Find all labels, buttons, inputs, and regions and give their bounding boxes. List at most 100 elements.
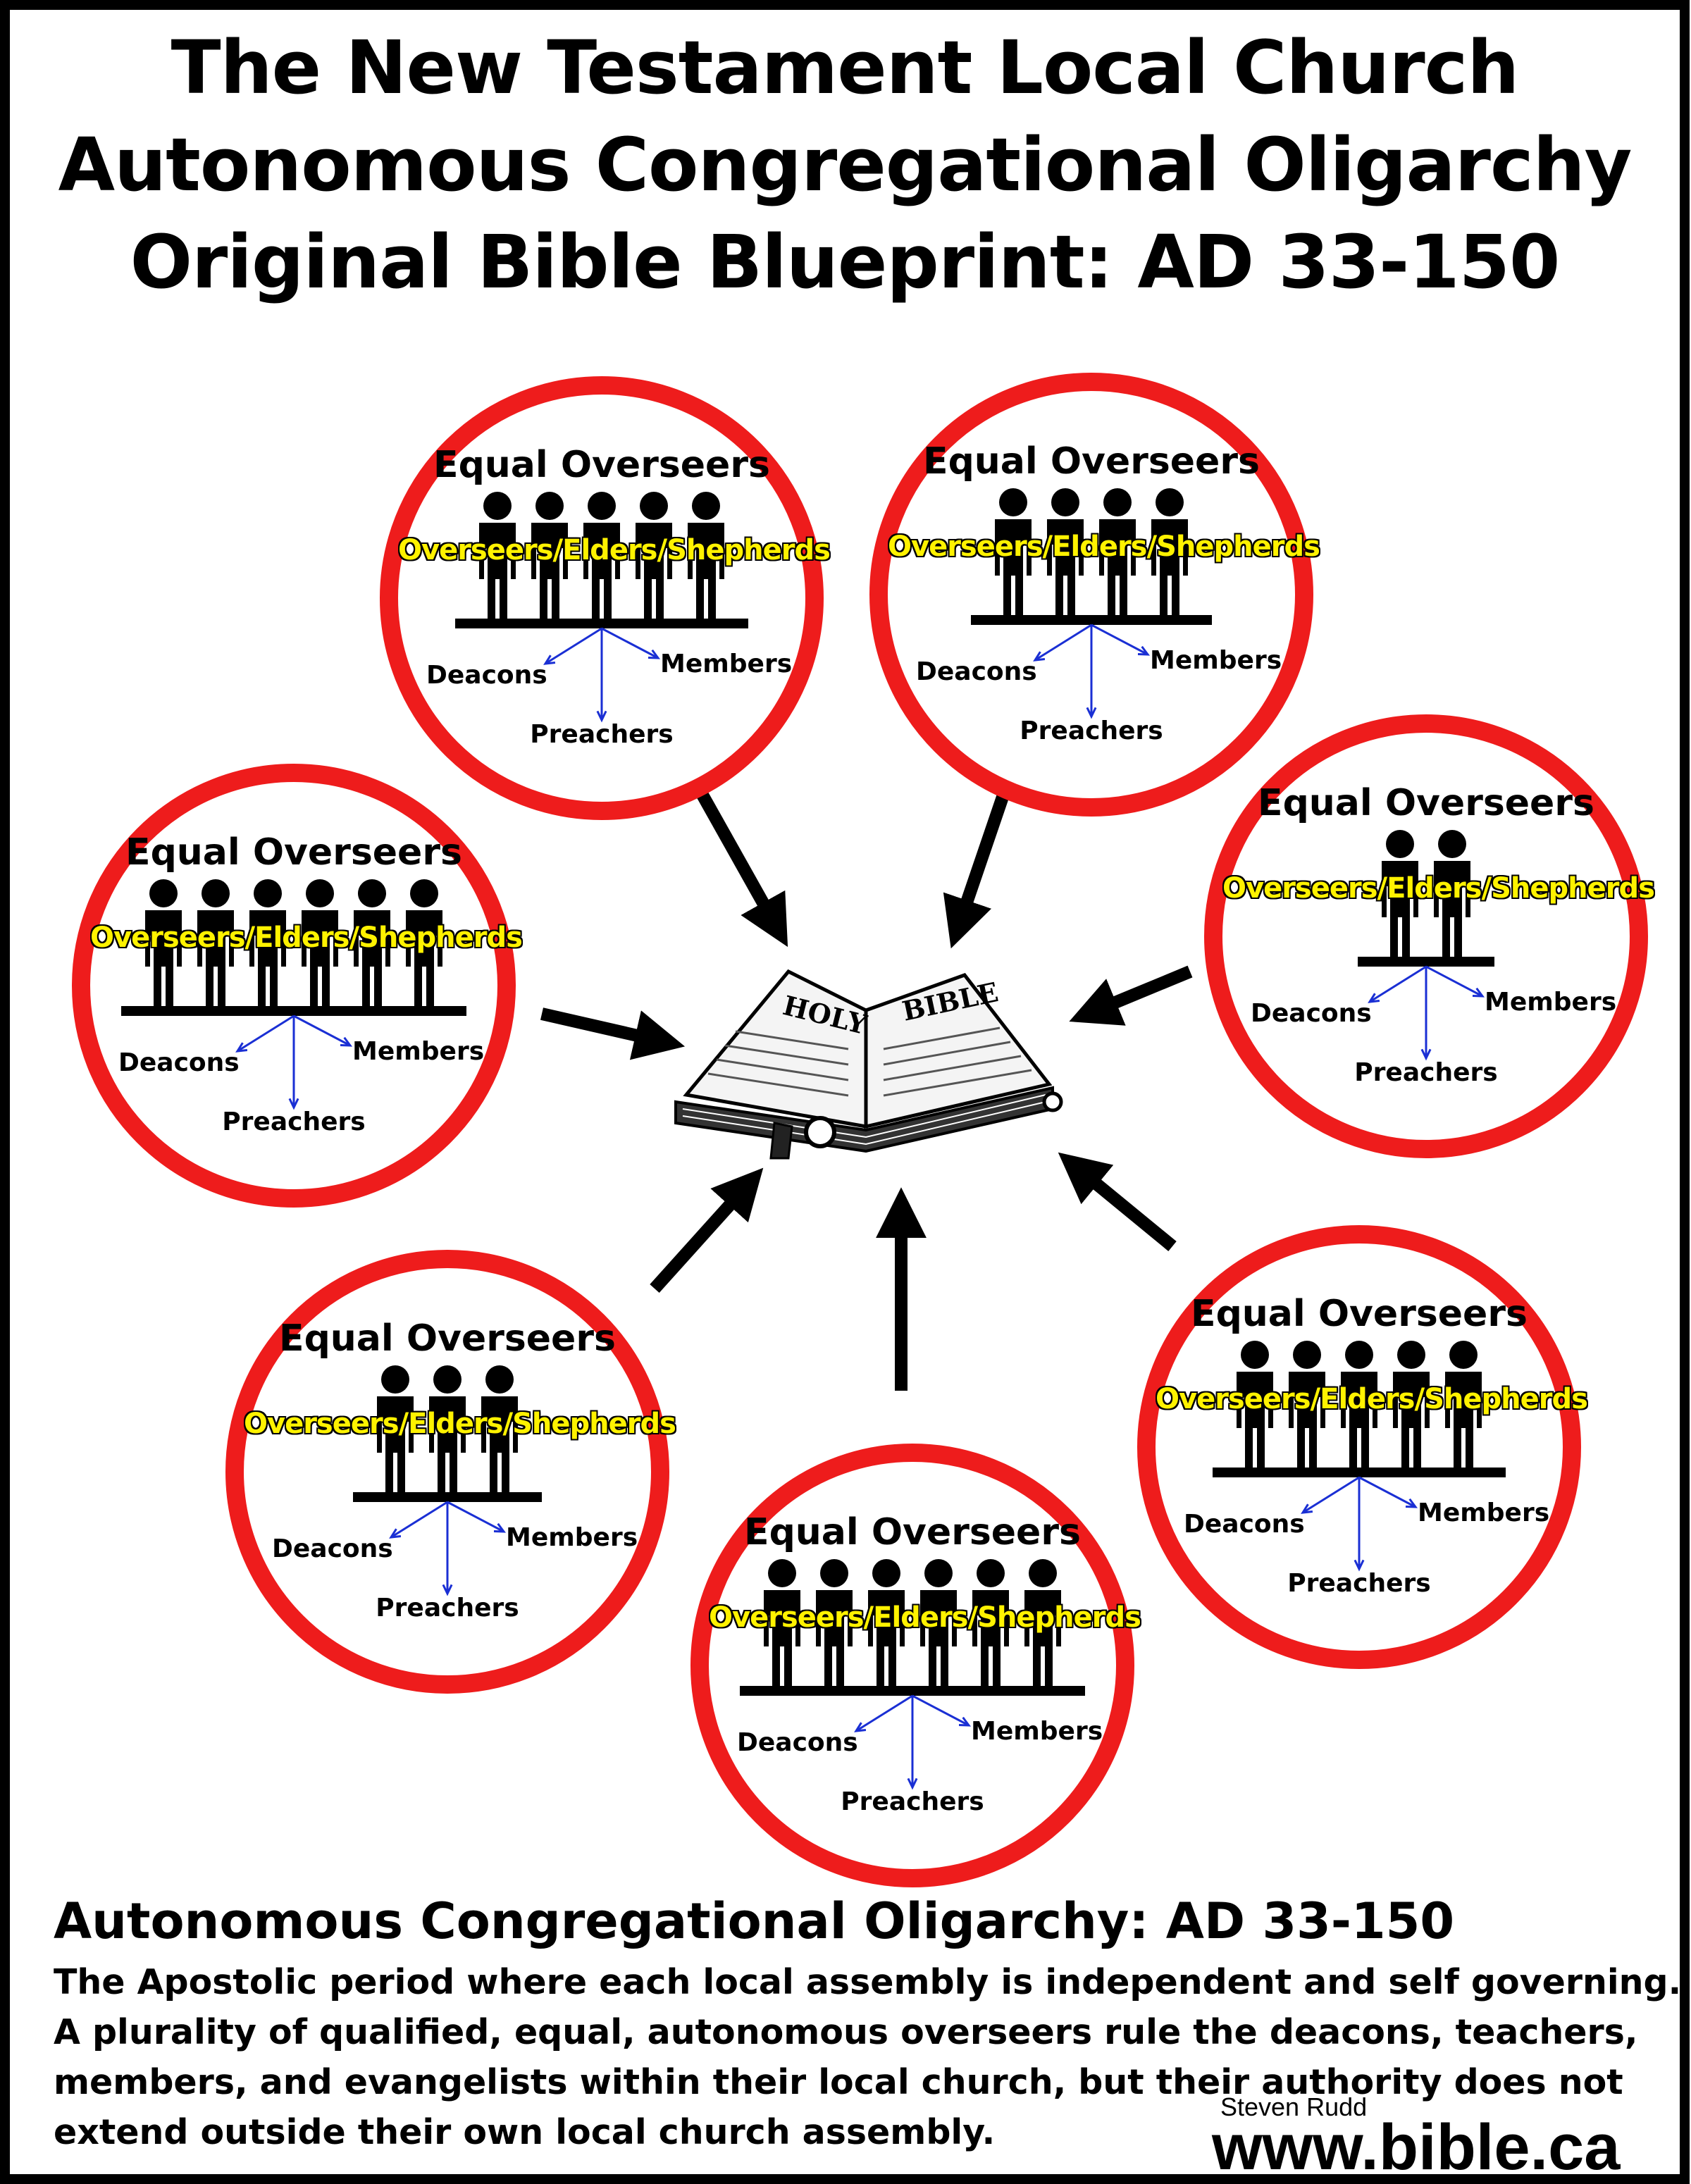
arrow-to-members	[1091, 623, 1151, 656]
arrow-to-members	[1358, 1476, 1418, 1508]
connector-arrows	[540, 772, 1193, 1391]
overseers-group	[740, 1559, 1085, 1790]
arrow-to-preachers	[288, 1016, 299, 1110]
overseer-figure-icon	[868, 1559, 905, 1686]
overseer-figure-icon	[1099, 488, 1136, 615]
title-line-2: Autonomous Congregational Oligarchy	[58, 122, 1633, 208]
preachers-label: Preachers	[376, 1594, 519, 1623]
church-heading: Equal Overseers	[1258, 782, 1594, 824]
overseers-group	[1358, 830, 1494, 1061]
deacons-label: Deacons	[1184, 1510, 1305, 1539]
overseer-figure-icon	[1382, 830, 1418, 957]
role-label: Overseers/Elders/Shepherds	[709, 1601, 1141, 1634]
arrow-to-members	[447, 1501, 507, 1533]
preachers-label: Preachers	[222, 1107, 366, 1136]
footer-heading: Autonomous Congregational Oligarchy: AD …	[54, 1892, 1455, 1950]
footer-line: members, and evangelists within their lo…	[54, 2062, 1623, 2102]
church-heading: Equal Overseers	[433, 444, 770, 486]
deacons-label: Deacons	[272, 1534, 393, 1563]
arrow-to-preachers	[1420, 967, 1432, 1061]
overseers-group	[971, 488, 1212, 719]
overseer-figure-icon	[354, 879, 390, 1006]
arrow-church-7-to-bible	[1058, 1152, 1177, 1251]
overseer-figure-icon	[583, 492, 620, 619]
title-line-3: Original Bible Blueprint: AD 33-150	[130, 219, 1561, 305]
overseers-group	[1213, 1341, 1506, 1572]
overseer-figure-icon	[1341, 1341, 1377, 1468]
church-heading: Equal Overseers	[1191, 1293, 1528, 1335]
overseer-figure-icon	[816, 1559, 853, 1686]
arrow-to-preachers	[1086, 625, 1097, 719]
holy-bible-icon: HOLY BIBLE	[674, 969, 1063, 1160]
members-label: Members	[660, 650, 793, 678]
overseer-figure-icon	[995, 488, 1032, 615]
arrow-to-preachers	[596, 628, 607, 723]
overseer-figure-icon	[1151, 488, 1188, 615]
overseer-figure-icon	[1024, 1559, 1061, 1686]
overseers-group	[353, 1365, 542, 1596]
deacons-label: Deacons	[426, 661, 547, 690]
arrow-to-members	[912, 1694, 972, 1727]
overseer-figure-icon	[688, 492, 724, 619]
role-label: Overseers/Elders/Shepherds	[1222, 872, 1655, 905]
footer-line: The Apostolic period where each local as…	[54, 1962, 1682, 2002]
arrow-to-members	[293, 1015, 353, 1047]
overseers-platform	[455, 619, 748, 628]
overseer-figure-icon	[1434, 830, 1470, 957]
arrow-church-2-to-bible	[943, 772, 1017, 949]
deacons-label: Deacons	[118, 1048, 240, 1077]
overseers-platform	[121, 1006, 466, 1016]
members-label: Members	[352, 1037, 485, 1066]
arrow-church-1-to-bible	[691, 781, 788, 948]
overseer-figure-icon	[377, 1365, 414, 1492]
overseers-platform	[1358, 957, 1494, 967]
overseer-figure-icon	[531, 492, 568, 619]
arrow-to-members	[1425, 965, 1485, 998]
preachers-label: Preachers	[1287, 1569, 1431, 1598]
footer-line: extend outside their own local church as…	[54, 2112, 996, 2152]
overseer-figure-icon	[249, 879, 286, 1006]
arrow-to-preachers	[1354, 1477, 1365, 1572]
overseer-figure-icon	[920, 1559, 957, 1686]
title-line-1: The New Testament Local Church	[171, 25, 1520, 111]
overseers-platform	[353, 1492, 542, 1502]
church-heading: Equal Overseers	[125, 831, 462, 874]
members-label: Members	[1418, 1499, 1550, 1527]
role-label: Overseers/Elders/Shepherds	[1156, 1383, 1588, 1415]
deacons-label: Deacons	[737, 1728, 858, 1757]
preachers-label: Preachers	[530, 720, 674, 749]
role-label: Overseers/Elders/Shepherds	[888, 531, 1320, 563]
arrow-church-3-to-bible	[540, 1007, 686, 1060]
members-label: Members	[1485, 988, 1617, 1017]
arrow-to-members	[601, 627, 661, 659]
preachers-label: Preachers	[841, 1787, 984, 1816]
arrow-to-preachers	[442, 1502, 453, 1596]
church-heading: Equal Overseers	[923, 440, 1260, 483]
preachers-label: Preachers	[1354, 1058, 1498, 1087]
footer-description: The Apostolic period where each local as…	[54, 1957, 1682, 2157]
arrow-church-4-to-bible	[1069, 965, 1193, 1026]
overseers-group	[121, 879, 466, 1110]
overseer-figure-icon	[1393, 1341, 1430, 1468]
arrow-to-deacons	[389, 1501, 448, 1539]
overseer-figure-icon	[764, 1559, 800, 1686]
arrow-to-preachers	[907, 1696, 918, 1790]
deacons-label: Deacons	[916, 657, 1037, 686]
overseer-figure-icon	[481, 1365, 518, 1492]
members-label: Members	[971, 1717, 1103, 1746]
church-heading: Equal Overseers	[744, 1511, 1081, 1553]
overseers-group	[455, 492, 748, 723]
overseer-figure-icon	[972, 1559, 1009, 1686]
overseers-platform	[740, 1686, 1085, 1696]
arrow-to-deacons	[1033, 623, 1092, 662]
overseer-figure-icon	[1445, 1341, 1482, 1468]
role-label: Overseers/Elders/Shepherds	[244, 1408, 676, 1440]
footer-line: A plurality of qualified, equal, autonom…	[54, 2012, 1638, 2052]
overseer-figure-icon	[636, 492, 672, 619]
deacons-label: Deacons	[1251, 999, 1372, 1028]
